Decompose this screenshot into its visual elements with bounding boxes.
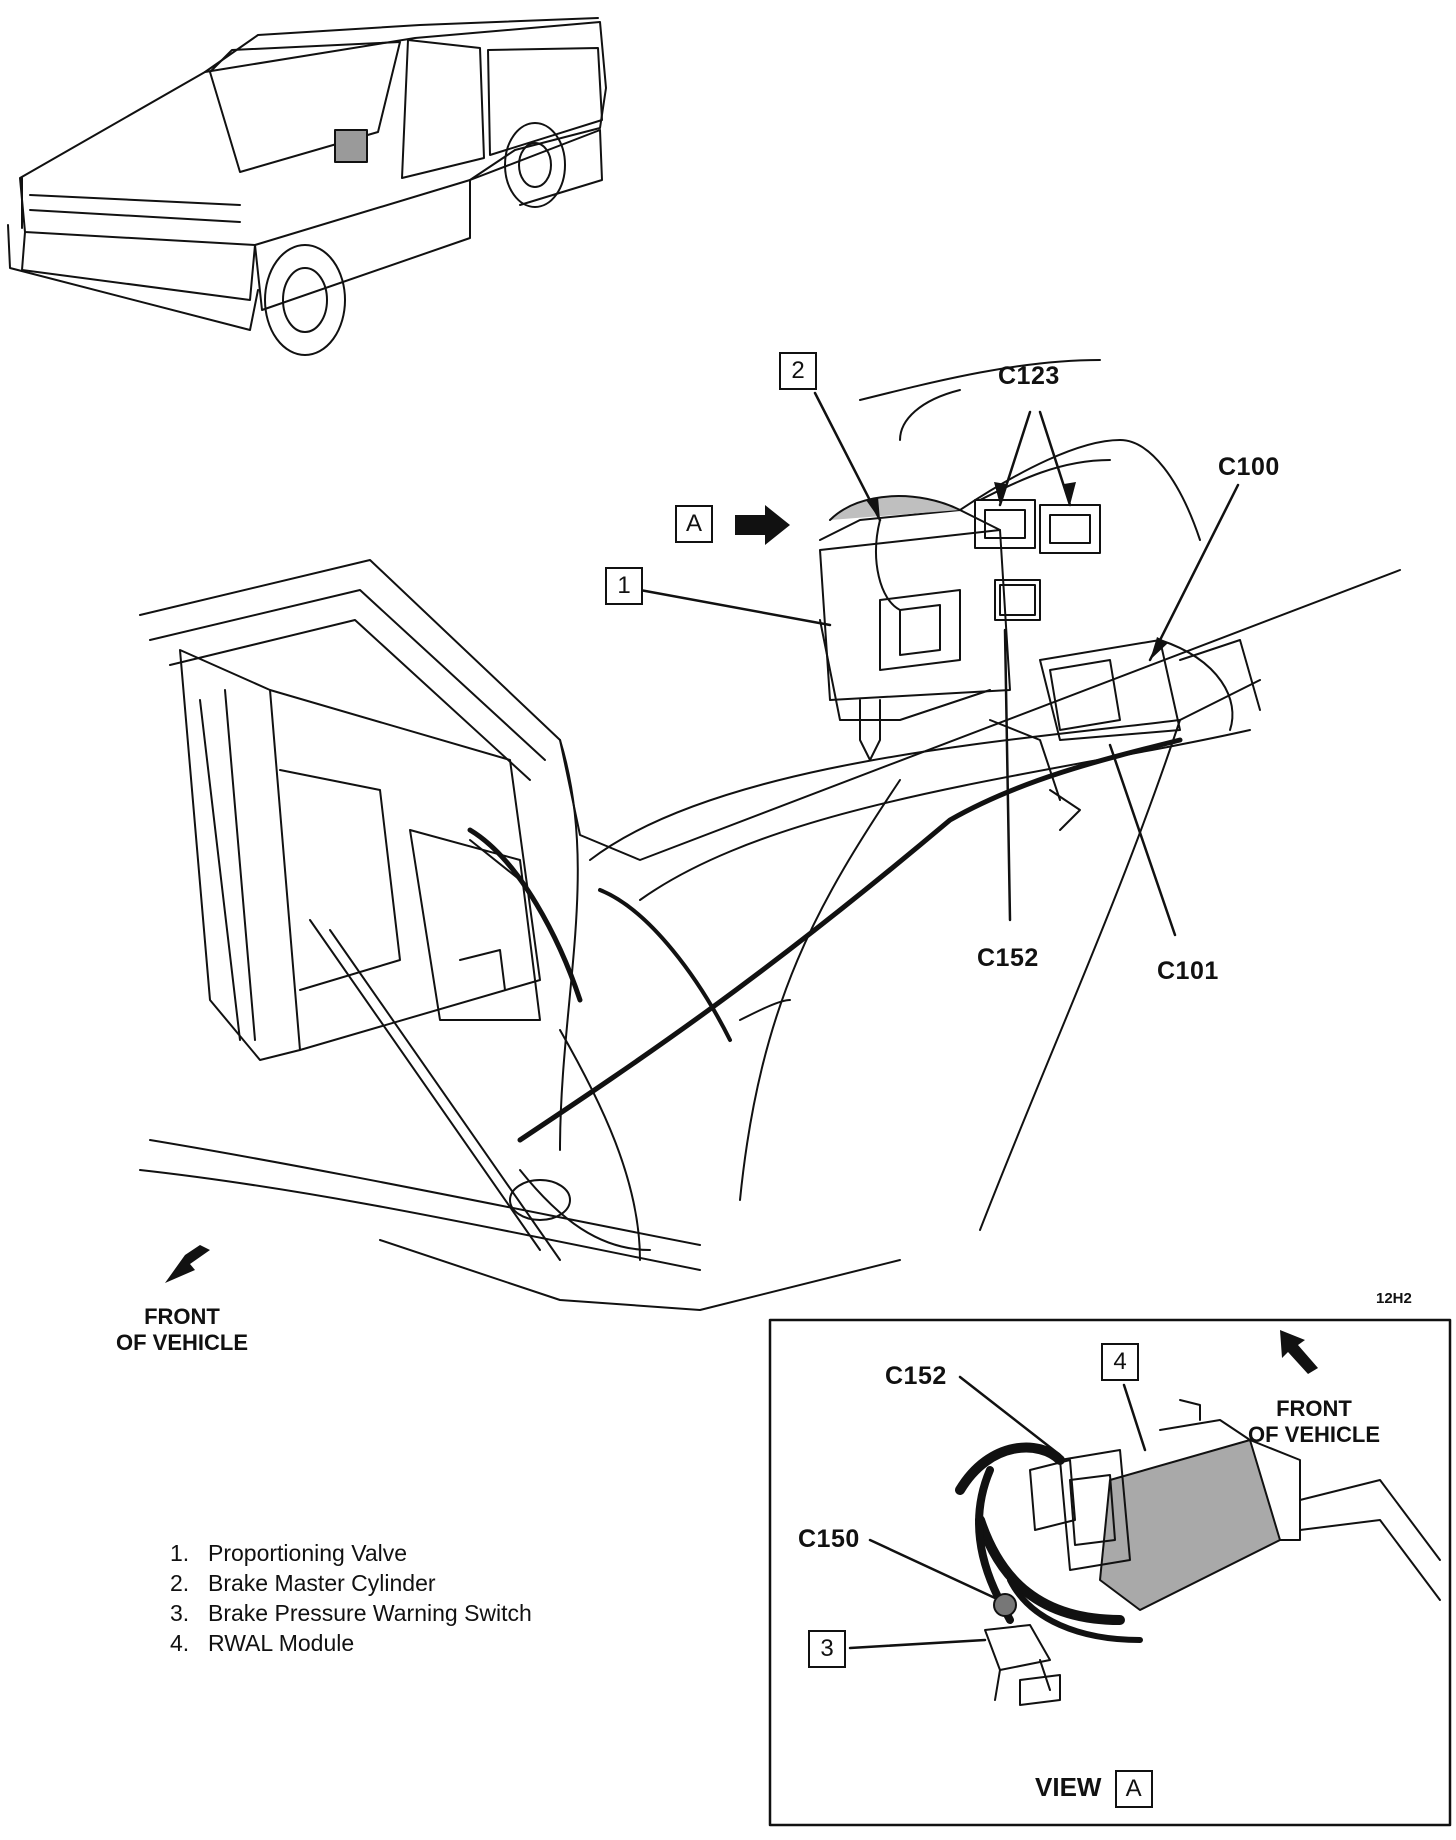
leader-arrowheads [866, 482, 1168, 660]
connector-label-c123: C123 [998, 362, 1060, 390]
figure-code: 12H2 [1376, 1290, 1412, 1307]
legend-item: 2. Brake Master Cylinder [170, 1568, 532, 1598]
callout-box-a: A [675, 505, 713, 543]
legend-number: 3. [170, 1600, 190, 1626]
front-label-inset-line1: FRONT [1276, 1396, 1352, 1421]
connector-label-c101: C101 [1157, 957, 1219, 985]
front-label-inset-line2: OF VEHICLE [1247, 1422, 1380, 1447]
front-of-vehicle-label: FRONT OF VEHICLE [108, 1304, 256, 1356]
legend-item: 4. RWAL Module [170, 1628, 532, 1658]
legend-number: 1. [170, 1540, 190, 1566]
front-arrow-icon [1280, 1330, 1318, 1374]
front-label-line2: OF VEHICLE [115, 1330, 248, 1355]
front-of-vehicle-label-inset: FRONT OF VEHICLE [1240, 1396, 1388, 1448]
legend-item: 3. Brake Pressure Warning Switch [170, 1598, 532, 1628]
callout-box-2: 2 [779, 352, 817, 390]
view-ref-box: A [1114, 1770, 1153, 1808]
legend-text: RWAL Module [208, 1630, 355, 1656]
connector-label-c100: C100 [1218, 453, 1280, 481]
connector-label-c150: C150 [798, 1525, 860, 1553]
legend-text: Brake Master Cylinder [208, 1570, 436, 1596]
locator-square-icon [334, 129, 368, 163]
legend-text: Proportioning Valve [208, 1540, 408, 1566]
callout-box-1: 1 [605, 567, 643, 605]
view-direction-arrow-icon [735, 505, 790, 545]
view-a-caption: VIEW A [1035, 1770, 1153, 1808]
view-word: VIEW [1035, 1771, 1102, 1802]
view-a-inset [768, 1318, 1452, 1827]
legend-item: 1. Proportioning Valve [170, 1538, 532, 1568]
front-arrow-icon [165, 1245, 210, 1283]
legend-text: Brake Pressure Warning Switch [208, 1600, 532, 1626]
parts-legend: 1. Proportioning Valve 2. Brake Master C… [170, 1538, 532, 1658]
connector-label-c152-inset: C152 [885, 1362, 947, 1390]
callout-box-4: 4 [1101, 1343, 1139, 1381]
truck-locator-sketch [7, 17, 607, 356]
connector-label-c152: C152 [977, 944, 1039, 972]
engine-bay-drawing [139, 359, 1401, 1311]
front-label-line1: FRONT [144, 1304, 220, 1329]
callout-box-3: 3 [808, 1630, 846, 1668]
legend-number: 4. [170, 1630, 190, 1656]
leader-lines [638, 391, 1240, 937]
legend-number: 2. [170, 1570, 190, 1596]
